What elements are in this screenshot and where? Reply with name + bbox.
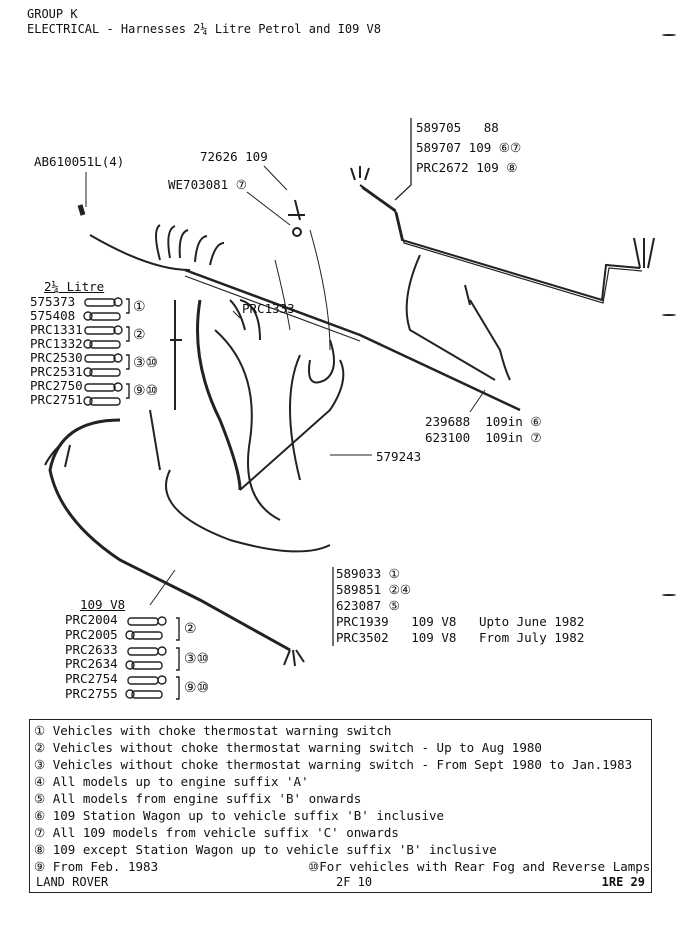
legend-item: ③ Vehicles without choke thermostat warn… xyxy=(34,757,633,772)
terminal-strips-litre xyxy=(83,297,130,406)
litre-part: PRC1331 xyxy=(30,322,83,337)
legend-box: ① Vehicles with choke thermostat warning… xyxy=(29,719,652,893)
footer-brand: LAND ROVER xyxy=(36,875,109,889)
rear-harness xyxy=(359,184,641,302)
part-prc1939: PRC1939 109 V8 Upto June 1982 xyxy=(336,614,585,629)
v8-part: PRC2634 xyxy=(65,656,118,672)
litre-note: ⑨⑩ xyxy=(133,383,159,399)
main-harness xyxy=(184,268,521,412)
litre-note: ② xyxy=(133,327,146,343)
part-589033: 589033 ① xyxy=(336,566,400,581)
legend-item: ⑥ 109 Station Wagon up to vehicle suffix… xyxy=(34,808,445,823)
litre-part: PRC2531 xyxy=(30,364,83,379)
callout-579243: 579243 xyxy=(376,449,422,464)
litre-part: PRC2530 xyxy=(30,350,83,365)
legend-item: ⑤ All models from engine suffix 'B' onwa… xyxy=(34,791,362,806)
v8-part: PRC2755 xyxy=(65,685,118,701)
v8-note: ② xyxy=(184,621,197,637)
legend-item: ④ All models up to engine suffix 'A' xyxy=(34,774,309,789)
v8-part: PRC2004 xyxy=(65,612,118,627)
litre-part: PRC2751 xyxy=(30,392,83,407)
litre-table-title: 2¼ Litre xyxy=(44,279,105,294)
v8-table-title: 109 V8 xyxy=(80,597,126,612)
legend-item: ⑧ 109 except Station Wagon up to vehicle… xyxy=(34,842,497,857)
margin-mark xyxy=(662,594,676,596)
callout-72626: 72626 109 xyxy=(200,149,268,164)
callout-we703081: WE703081 ⑦ xyxy=(168,177,247,192)
litre-part: PRC1332 xyxy=(30,336,83,351)
part-239688: 239688 109in ⑥ xyxy=(425,414,542,429)
part-589707: 589707 109 ⑥⑦ xyxy=(416,140,522,155)
legend-item: ⑨ From Feb. 1983 xyxy=(34,859,159,874)
v8-note: ③⑩ xyxy=(184,651,210,667)
litre-note: ③⑩ xyxy=(133,355,159,371)
page-title: ELECTRICAL - Harnesses 2¼ Litre Petrol a… xyxy=(27,22,382,36)
callout-ab610051l: AB610051L(4) xyxy=(34,154,125,169)
part-589705: 589705 88 xyxy=(416,120,499,135)
part-623087: 623087 ⑤ xyxy=(336,598,400,613)
legend-item: ② Vehicles without choke thermostat warn… xyxy=(34,740,542,755)
litre-part: PRC2750 xyxy=(30,378,83,393)
footer-ref: 1RE 29 xyxy=(601,875,645,889)
v8-note: ⑨⑩ xyxy=(184,680,210,696)
part-prc2672: PRC2672 109 ⑧ xyxy=(416,160,518,175)
part-623100: 623100 109in ⑦ xyxy=(425,430,542,445)
margin-mark xyxy=(662,34,676,36)
front-harness xyxy=(48,418,291,652)
litre-part: 575373 xyxy=(30,294,76,309)
legend-item: ① Vehicles with choke thermostat warning… xyxy=(34,723,392,738)
terminal-strips-v8 xyxy=(125,616,180,700)
callout-prc1333: PRC1333 xyxy=(242,301,295,316)
litre-note: ① xyxy=(133,299,146,315)
v8-part: PRC2754 xyxy=(65,671,118,687)
part-prc3502: PRC3502 109 V8 From July 1982 xyxy=(336,630,585,645)
v8-part: PRC2633 xyxy=(65,641,118,657)
harness-diagram xyxy=(44,118,655,700)
v8-part: PRC2005 xyxy=(65,626,118,642)
margin-mark xyxy=(662,314,676,316)
part-589851: 589851 ②④ xyxy=(336,582,412,597)
legend-item-10: ⑩For vehicles with Rear Fog and Reverse … xyxy=(308,859,651,874)
rear-harness-parts: 589705 88 589707 109 ⑥⑦ PRC2672 109 ⑧ xyxy=(416,118,521,178)
legend-item: ⑦ All 109 models from vehicle suffix 'C'… xyxy=(34,825,399,840)
footer-page: 2F 10 xyxy=(336,875,373,889)
litre-part: 575408 xyxy=(30,308,76,323)
group-label: GROUP K xyxy=(27,7,78,21)
